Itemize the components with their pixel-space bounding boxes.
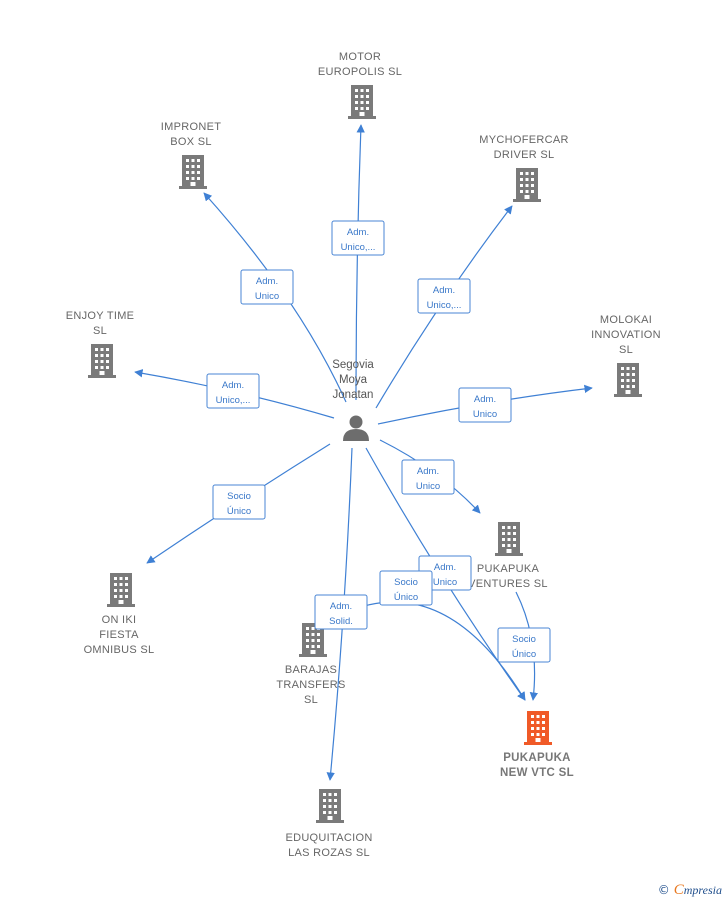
company-node-impronet[interactable]: IMPRONET BOX SL — [161, 121, 221, 189]
edge-label-text: Único — [227, 506, 251, 517]
company-name: VENTURES SL — [468, 578, 548, 590]
company-name: MOLOKAI — [600, 314, 652, 326]
building-icon — [614, 363, 642, 397]
company-name: FIESTA — [99, 629, 139, 641]
company-node-motor[interactable]: MOTOR EUROPOLIS SL — [318, 51, 402, 119]
edge-label-text: Adm. — [347, 227, 369, 238]
building-icon — [348, 85, 376, 119]
person-icon — [343, 415, 369, 441]
nodes-layer: MOTOR EUROPOLIS SL IMPRONET BOX SL MYCHOFERC… — [66, 51, 661, 859]
edge-label-box — [417, 278, 471, 314]
edge-label[interactable]: Adm. Unico,... — [417, 278, 471, 314]
company-name: SL — [304, 694, 318, 706]
edge-label-text: Adm. — [434, 562, 456, 573]
company-name: MYCHOFERCAR — [479, 134, 568, 146]
company-name: IMPRONET — [161, 121, 221, 133]
company-node-pukapuka-ventures[interactable]: PUKAPUKA VENTURES SL — [468, 522, 548, 590]
edge-label-text: Socio — [394, 577, 418, 588]
company-name: ON IKI — [102, 614, 137, 626]
edge-label-text: Socio — [512, 634, 536, 645]
edge-motor — [355, 124, 365, 401]
edge-label-text: Unico — [433, 577, 457, 588]
company-name: TRANSFERS — [276, 679, 345, 691]
company-name: PUKAPUKA — [477, 563, 540, 575]
edge-label-text: Único — [394, 592, 418, 603]
edge-label-text: Unico,... — [216, 395, 251, 406]
edge-label-box — [331, 220, 385, 256]
edge-label-text: Unico — [416, 481, 440, 492]
brand-initial: C — [673, 882, 684, 898]
company-name: PUKAPUKA — [503, 752, 571, 764]
edge-label-text: Unico,... — [427, 300, 462, 311]
edge-label-box — [206, 373, 260, 409]
edge-label-box — [401, 459, 455, 495]
company-node-oniki[interactable]: ON IKI FIESTA OMNIBUS SL — [84, 573, 155, 656]
company-node-pukapuka-new[interactable]: PUKAPUKA NEW VTC SL — [500, 711, 574, 779]
person-name: Moya — [339, 374, 368, 386]
company-name: DRIVER SL — [494, 149, 555, 161]
copyright-symbol: © — [657, 883, 670, 897]
company-name: SL — [619, 344, 633, 356]
company-name: ENJOY TIME — [66, 310, 135, 322]
edge-label-text: Unico,... — [341, 242, 376, 253]
company-name: EUROPOLIS SL — [318, 66, 402, 78]
company-name: LAS ROZAS SL — [288, 847, 370, 859]
brand-name: mpresia — [683, 883, 722, 897]
edge-label-text: Solid. — [329, 616, 353, 627]
person-name: Segovia — [332, 359, 374, 371]
company-node-eduquitacion[interactable]: EDUQUITACION LAS ROZAS SL — [285, 789, 372, 859]
company-node-barajas[interactable]: BARAJAS TRANSFERS SL — [276, 623, 345, 706]
edge-label[interactable]: Adm. Unico,... — [206, 373, 260, 409]
edge-label-box — [458, 387, 512, 423]
edge-label-text: Adm. — [330, 601, 352, 612]
edge-label-text: Socio — [227, 491, 251, 502]
edge-label-text: Adm. — [256, 276, 278, 287]
building-icon — [524, 711, 552, 745]
company-name: EDUQUITACION — [285, 832, 372, 844]
company-name: BOX SL — [170, 136, 212, 148]
edge-label-box — [497, 627, 551, 663]
building-icon — [179, 155, 207, 189]
edge-label-text: Adm. — [433, 285, 455, 296]
edge-label-text: Unico — [473, 409, 497, 420]
edge-label-text: Adm. — [222, 380, 244, 391]
edge-label-box — [212, 484, 266, 520]
edge-label-text: Único — [512, 649, 536, 660]
company-node-molokai[interactable]: MOLOKAI INNOVATION SL — [591, 314, 661, 397]
company-name: SL — [93, 325, 107, 337]
edge-label-text: Adm. — [474, 394, 496, 405]
edge-label[interactable]: Adm. Unico — [240, 269, 294, 305]
building-icon — [88, 344, 116, 378]
edge-label[interactable]: Adm. Unico — [458, 387, 512, 423]
edge-label[interactable]: Adm. Solid. — [314, 594, 368, 630]
building-icon — [107, 573, 135, 607]
edge-label[interactable]: Adm. Unico — [401, 459, 455, 495]
company-name: INNOVATION — [591, 329, 661, 341]
edge-label-text: Adm. — [417, 466, 439, 477]
company-node-mychofercar[interactable]: MYCHOFERCAR DRIVER SL — [479, 134, 568, 202]
company-name: NEW VTC SL — [500, 767, 574, 779]
edge-label-box — [379, 570, 433, 606]
brand-watermark: ©Cmpresia — [658, 882, 722, 899]
company-name: BARAJAS — [285, 664, 337, 676]
edge-labels-layer: Adm.Unico,...Adm.UnicoAdm.Unico,...Adm.U… — [206, 220, 551, 663]
company-node-enjoy[interactable]: ENJOY TIME SL — [66, 310, 135, 378]
building-icon — [513, 168, 541, 202]
company-name: MOTOR — [339, 51, 381, 63]
person-name: Jonatan — [333, 389, 374, 401]
edge-label[interactable]: Adm. Unico,... — [331, 220, 385, 256]
edge-label-box — [240, 269, 294, 305]
edge-label-text: Unico — [255, 291, 279, 302]
company-name: OMNIBUS SL — [84, 644, 155, 656]
edge-label-box — [314, 594, 368, 630]
building-icon — [495, 522, 523, 556]
building-icon — [316, 789, 344, 823]
